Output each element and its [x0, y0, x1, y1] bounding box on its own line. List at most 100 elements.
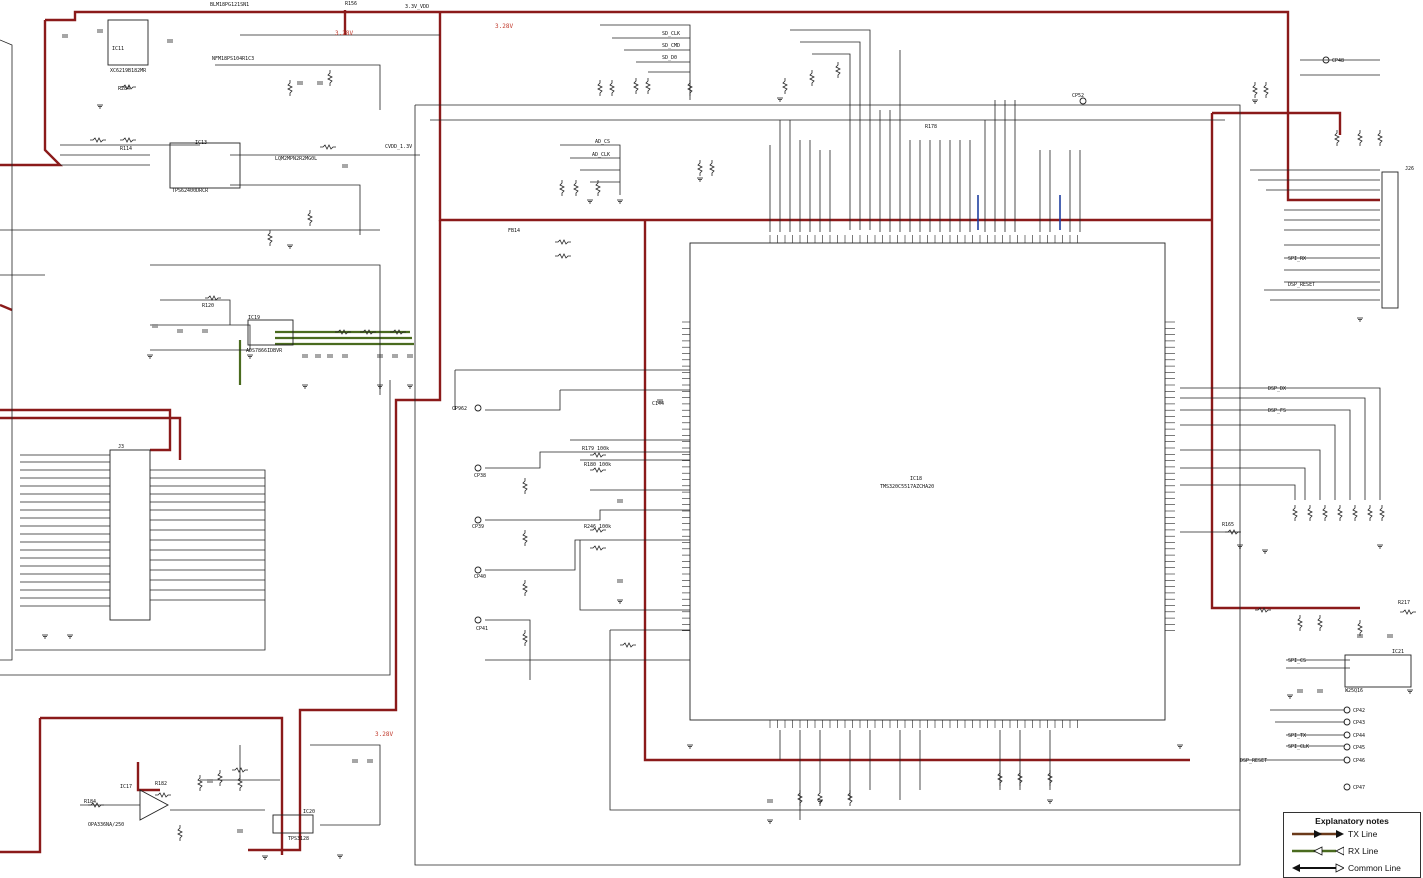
legend-box: Explanatory notes TX Line RX Line Common…	[1283, 812, 1421, 878]
resistor-symbol	[590, 452, 606, 458]
part-labels: R156 R178 R179 100k R180 100k R165 R246 …	[84, 1, 1410, 805]
part-l2: NFM18PS104R1C3	[212, 56, 254, 62]
opamp-ref: IC17	[120, 784, 132, 790]
resistor-symbol	[177, 825, 183, 841]
resistor-symbol	[237, 775, 243, 791]
resistor-symbol	[559, 180, 565, 196]
net-dsp-dx: DSP_DX	[1268, 386, 1286, 392]
net-dsp-reset-b: DSP_RESET	[1240, 758, 1267, 764]
resistor-symbol	[1337, 505, 1343, 521]
part-r246: R246 100k	[584, 524, 611, 530]
resistor-symbol	[327, 70, 333, 86]
resistor-symbol	[360, 329, 376, 335]
resistor-symbol	[522, 580, 528, 596]
resistor-symbol	[590, 545, 606, 551]
part-r165: R165	[1222, 522, 1234, 528]
test-point-cp40	[474, 566, 482, 574]
resistor-symbol	[522, 478, 528, 494]
part-r180: R180 100k	[584, 462, 611, 468]
legend-row-common: Common Line	[1284, 860, 1420, 877]
dsp-chip-part: TMS320C5517AZCHA20	[880, 484, 934, 490]
tp-cp48-label: CP48	[1332, 58, 1344, 64]
power-rails	[0, 10, 1380, 855]
flash-ic	[1344, 654, 1412, 688]
legend-title: Explanatory notes	[1315, 816, 1389, 826]
test-points: CP962 CP38 CP39 CP40 CP41 CP42 CP43 CP44…	[452, 56, 1365, 791]
test-point-cp39	[474, 516, 482, 524]
power-ic	[169, 142, 241, 189]
resistor-symbol	[1225, 529, 1241, 535]
resistor-symbol	[595, 180, 601, 196]
resistor-symbol	[555, 253, 571, 259]
dsp-chip-pins	[682, 235, 1175, 728]
resistor-symbol	[1377, 130, 1383, 146]
resistor-symbol	[697, 160, 703, 176]
resistor-symbol	[1357, 130, 1363, 146]
test-point-cp45	[1343, 743, 1351, 751]
tp-cp47-label: CP47	[1353, 785, 1365, 791]
adc-ic-part: ADS7866IDBVR	[246, 348, 283, 354]
reset-ic-ref: IC20	[303, 809, 315, 815]
test-point-cp41	[474, 616, 482, 624]
net-ad-clk: AD_CLK	[592, 152, 610, 158]
tp-cp40-label: CP40	[474, 574, 486, 580]
adc-ic	[247, 319, 294, 346]
part-r179: R179 100k	[582, 446, 609, 452]
ic-blocks: IC11 XC6219B182MR IC13 TPS62400DRCR IC19…	[88, 19, 1414, 842]
net-dsp-reset: DSP_RESET	[1288, 282, 1315, 288]
adc-ic-ref: IC19	[248, 315, 260, 321]
tp-cp39-label: CP39	[472, 524, 484, 530]
net-dsp-fs: DSP_FS	[1268, 408, 1286, 414]
tp-cp42-label: CP42	[1353, 708, 1365, 714]
resistor-symbol	[1292, 505, 1298, 521]
passive-symbols	[42, 29, 1416, 860]
resistor-symbol	[555, 239, 571, 245]
resistor-symbol	[620, 642, 636, 648]
test-point-cp44	[1343, 731, 1351, 739]
test-point-cp48	[1322, 56, 1330, 64]
net-ad-cs: AD_CS	[595, 139, 610, 145]
resistor-symbol	[573, 180, 579, 196]
net-sd-clk: SD_CLK	[662, 31, 680, 37]
net-labels: 3.3V_VDD 3.28V 3.28V 3.28V CVDD_1.3V AD_…	[335, 4, 1315, 764]
opamp-part: OPA336NA/250	[88, 822, 124, 828]
common-line-arrow-icon	[1292, 863, 1344, 873]
reset-ic	[272, 814, 314, 834]
left-connector	[109, 449, 151, 621]
resistor-symbol	[1367, 505, 1373, 521]
legend-label-common: Common Line	[1348, 863, 1401, 873]
opamp-symbol	[139, 789, 169, 821]
net-sd-d0: SD_D0	[662, 55, 677, 61]
resistor-symbol	[205, 295, 221, 301]
resistor-symbol	[797, 790, 803, 806]
part-r120: R120	[202, 303, 214, 309]
resistor-symbol	[90, 137, 106, 143]
tp-cp41-label: CP41	[476, 626, 488, 632]
part-l1: BLM18PG121SN1	[210, 2, 249, 8]
resistor-symbol	[1047, 770, 1053, 786]
left-connector-ref: J3	[118, 444, 124, 450]
resistor-symbol	[522, 630, 528, 646]
resistor-symbol	[1255, 607, 1271, 613]
net-spi-clk: SPI_CLK	[1288, 744, 1309, 750]
net-3v3-vdd: 3.3V_VDD	[405, 4, 429, 10]
test-point-cp38	[474, 464, 482, 472]
part-r217: R217	[1398, 600, 1410, 606]
reset-ic-part: TPS3128	[288, 836, 309, 842]
resistor-symbol	[809, 70, 815, 86]
legend-row-rx: RX Line	[1284, 843, 1420, 860]
resistor-symbol	[120, 84, 136, 90]
dsp-chip-body	[689, 242, 1166, 721]
resistor-symbol	[320, 144, 336, 150]
resistor-symbol	[1357, 620, 1363, 636]
legend-label-rx: RX Line	[1348, 846, 1379, 856]
signal-wires	[0, 24, 1381, 866]
dsp-chip: IC18 TMS320C5517AZCHA20	[689, 242, 1166, 721]
part-l3: LQM2MPN2R2MG0L	[275, 156, 317, 162]
resistor-symbol	[1334, 130, 1340, 146]
tp-cp46-label: CP46	[1353, 758, 1365, 764]
net-sd-cmd: SD_CMD	[662, 43, 680, 49]
net-spi-rx: SPI_RX	[1288, 256, 1306, 262]
test-point-cp42	[1343, 706, 1351, 714]
resistor-symbol	[307, 210, 313, 226]
